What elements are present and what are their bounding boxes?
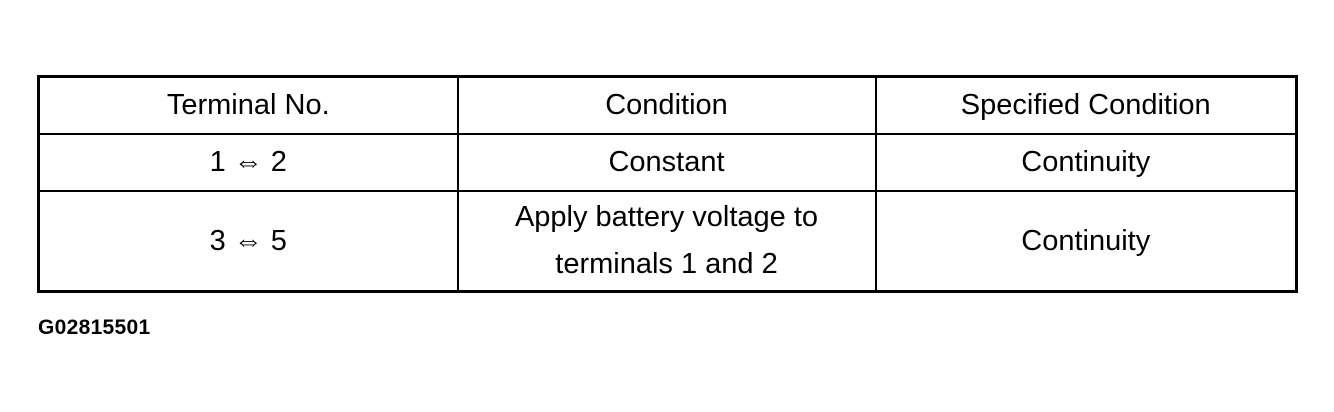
- header-terminal-no: Terminal No.: [37, 75, 459, 135]
- table-header-row: Terminal No. Condition Specified Conditi…: [37, 75, 1298, 135]
- cell-specified-condition: Continuity: [874, 133, 1298, 192]
- cell-terminal: 3 ⇔ 5: [37, 190, 459, 293]
- figure-id: G02815501: [38, 316, 151, 339]
- cell-terminal: 1 ⇔ 2: [37, 133, 459, 192]
- condition-line-1: Apply battery voltage to: [514, 201, 819, 233]
- cell-specified-condition: Continuity: [874, 190, 1298, 293]
- header-specified-condition: Specified Condition: [874, 75, 1298, 135]
- terminal-spec-table: Terminal No. Condition Specified Conditi…: [37, 75, 1298, 293]
- condition-line-2: terminals 1 and 2: [555, 248, 778, 280]
- table-row: 1 ⇔ 2 Constant Continuity: [37, 133, 1298, 192]
- cell-condition: Apply battery voltage to terminals 1 and…: [456, 190, 877, 293]
- cell-condition: Constant: [456, 133, 877, 192]
- table-row: 3 ⇔ 5 Apply battery voltage to terminals…: [37, 190, 1298, 293]
- header-condition: Condition: [456, 75, 877, 135]
